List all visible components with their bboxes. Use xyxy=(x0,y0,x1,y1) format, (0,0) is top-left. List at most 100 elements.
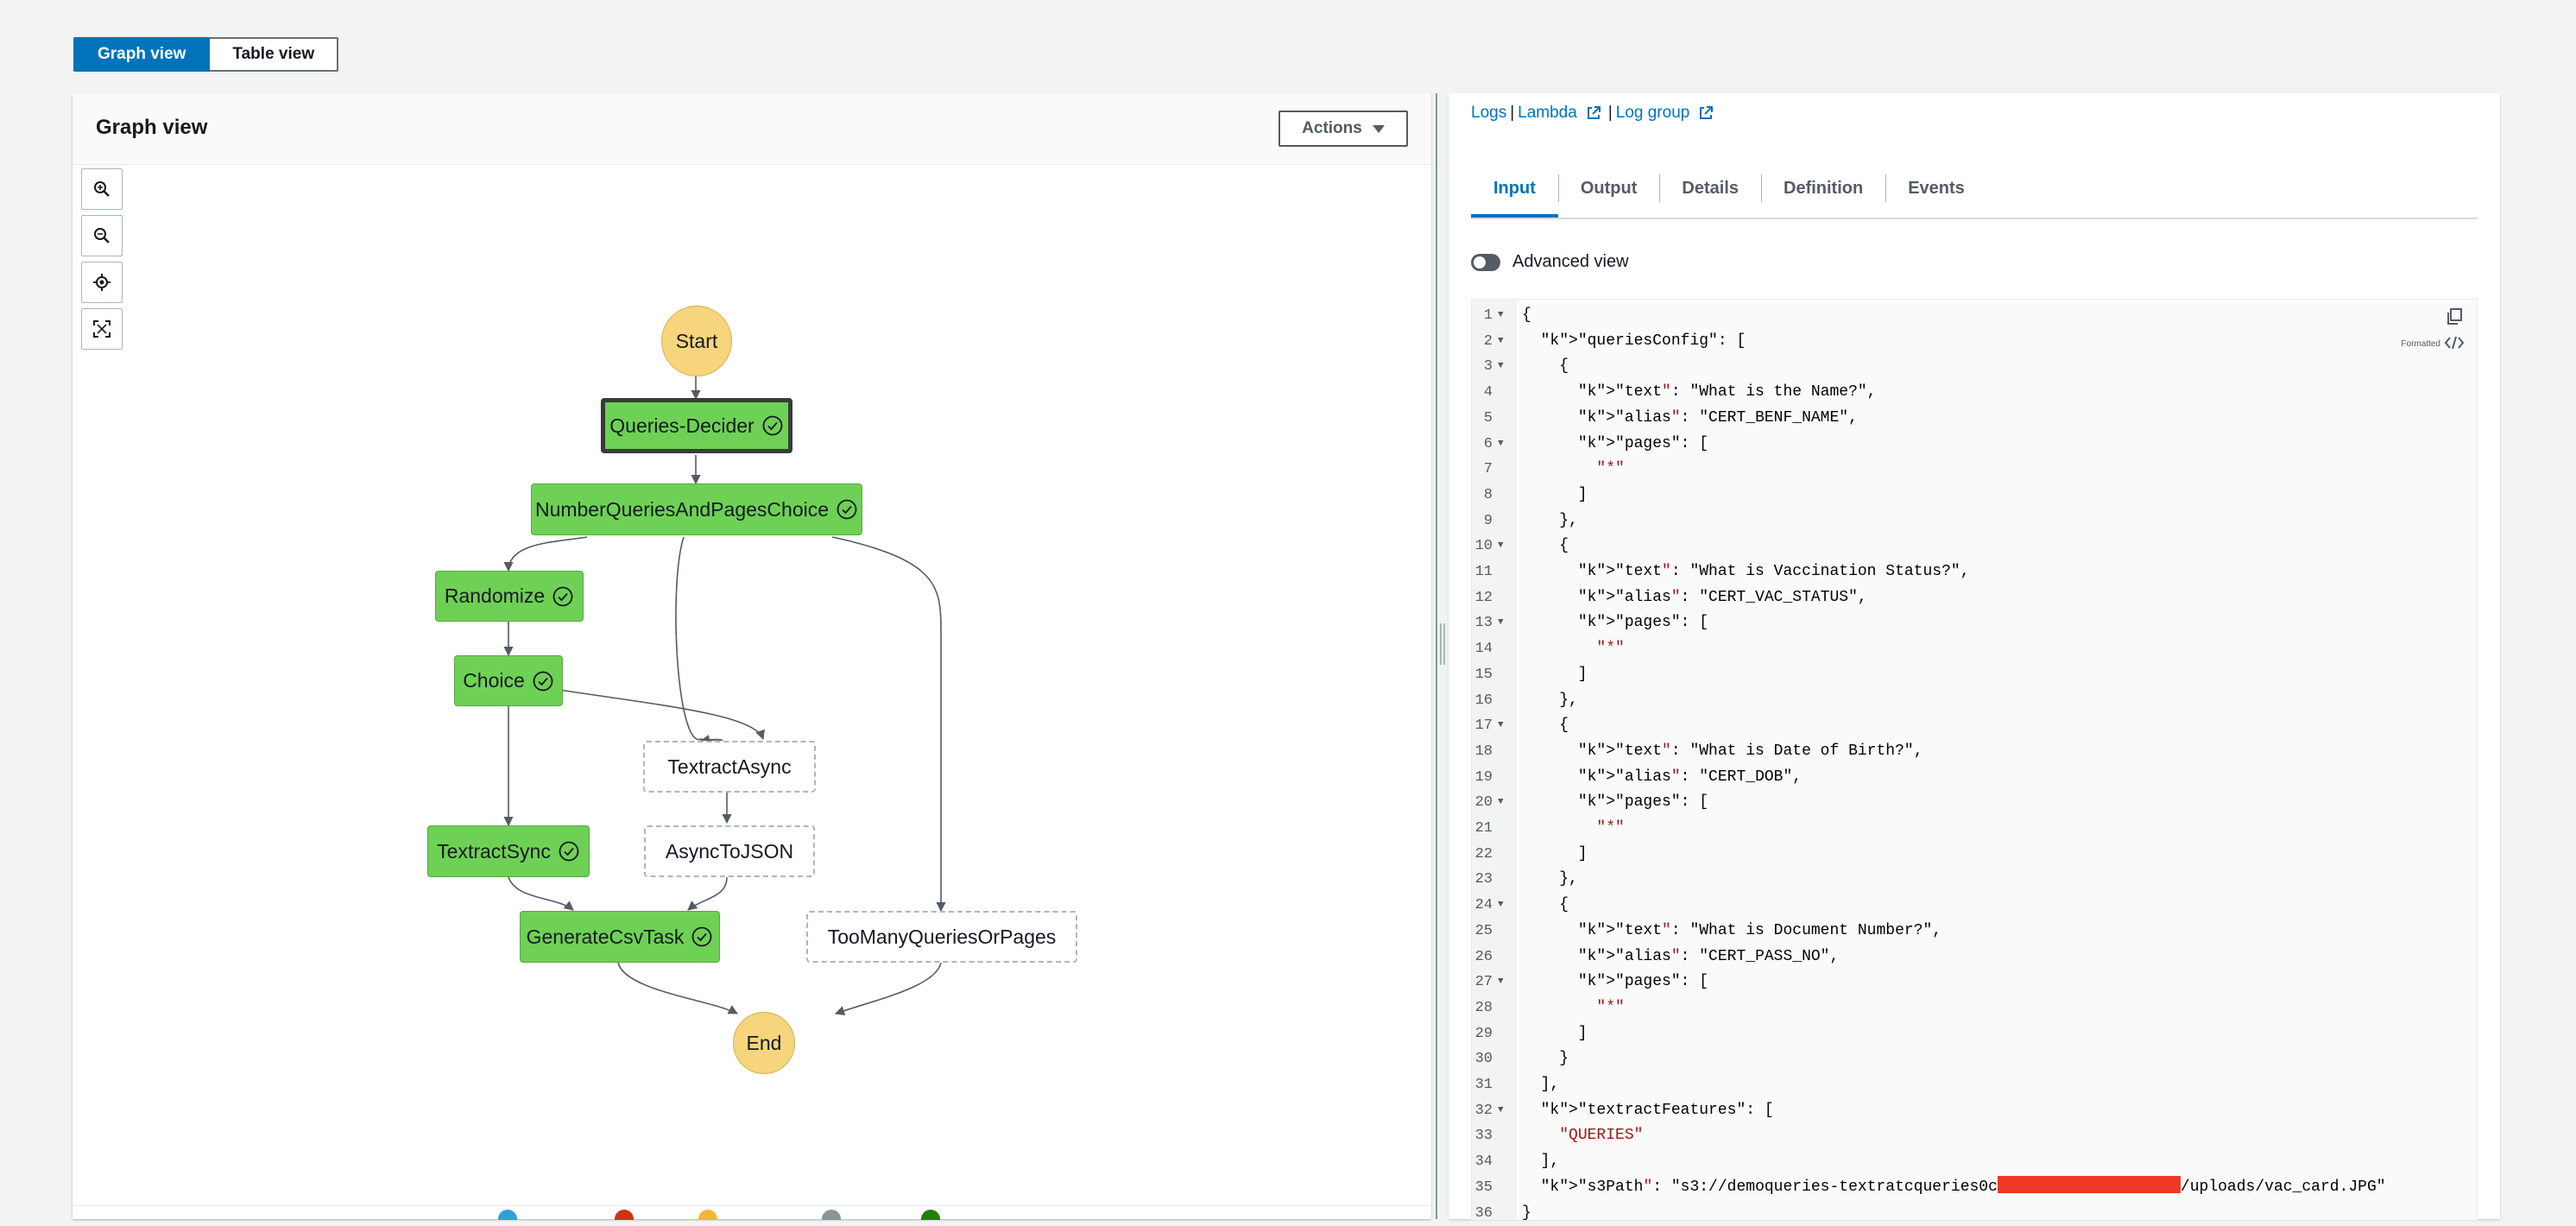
state-queries-decider[interactable]: Queries-Decider xyxy=(601,398,792,453)
line-number: 28 xyxy=(1472,995,1493,1021)
code-text: }, xyxy=(1522,509,1578,534)
fold-toggle-icon[interactable]: ▼ xyxy=(1498,303,1504,329)
edge-toomany-end xyxy=(836,963,941,1014)
code-line: 26 "k">"alias": "CERT_PASS_NO", xyxy=(1472,945,2477,970)
link-separator: | xyxy=(1608,104,1613,123)
line-number: 10 xyxy=(1472,534,1493,559)
line-number: 26 xyxy=(1472,945,1493,970)
legend-succeeded-icon xyxy=(921,1210,940,1220)
line-number: 18 xyxy=(1472,739,1493,765)
state-label: GenerateCsvTask xyxy=(527,926,685,949)
state-textract-async[interactable]: TextractAsync xyxy=(643,741,816,793)
state-number-queries-choice[interactable]: NumberQueriesAndPagesChoice xyxy=(531,483,862,535)
line-number: 19 xyxy=(1472,765,1493,791)
lambda-link[interactable]: Lambda xyxy=(1518,104,1577,123)
code-line: 34 ], xyxy=(1472,1149,2477,1175)
tab-definition[interactable]: Definition xyxy=(1761,161,1885,216)
input-json-viewer[interactable]: Formatted 1▼{2▼ "k">"queriesConfig": [3▼… xyxy=(1471,299,2478,1220)
code-text: ] xyxy=(1522,483,1588,509)
state-end[interactable]: End xyxy=(733,1012,795,1074)
fold-toggle-icon[interactable]: ▼ xyxy=(1498,970,1504,995)
line-number: 2 xyxy=(1472,329,1493,355)
code-text: ] xyxy=(1522,662,1588,688)
tab-output[interactable]: Output xyxy=(1558,161,1660,216)
graph-view-button[interactable]: Graph view xyxy=(73,37,210,72)
table-view-button[interactable]: Table view xyxy=(210,37,338,72)
code-line: 10▼ { xyxy=(1472,534,2477,559)
state-start[interactable]: Start xyxy=(661,306,732,376)
state-textract-sync[interactable]: TextractSync xyxy=(427,825,590,877)
fold-toggle-icon[interactable]: ▼ xyxy=(1498,432,1504,458)
code-text: ], xyxy=(1522,1149,1559,1175)
fold-toggle-icon[interactable]: ▼ xyxy=(1498,610,1504,636)
state-generate-csv-task[interactable]: GenerateCsvTask xyxy=(520,911,720,963)
fold-toggle-icon[interactable]: ▼ xyxy=(1498,893,1504,919)
line-number: 7 xyxy=(1472,457,1493,483)
state-too-many-queries[interactable]: TooManyQueriesOrPages xyxy=(806,911,1077,963)
check-circle-icon xyxy=(691,926,713,948)
code-line: 2▼ "k">"queriesConfig": [ xyxy=(1472,329,2477,355)
legend-failed-icon xyxy=(615,1210,634,1220)
line-number: 21 xyxy=(1472,816,1493,842)
advanced-view-row: Advanced view xyxy=(1471,252,1629,272)
state-randomize[interactable]: Randomize xyxy=(435,571,584,622)
logs-link[interactable]: Logs xyxy=(1471,104,1506,123)
tab-events[interactable]: Events xyxy=(1885,161,1987,216)
code-line: 21 "*" xyxy=(1472,816,2477,842)
link-separator: | xyxy=(1510,104,1514,123)
state-choice[interactable]: Choice xyxy=(454,655,563,706)
code-line: 29 ] xyxy=(1472,1021,2477,1047)
fold-toggle-icon[interactable]: ▼ xyxy=(1498,790,1504,816)
state-async-to-json[interactable]: AsyncToJSON xyxy=(644,825,815,877)
code-text: "k">"pages": [ xyxy=(1522,432,1708,458)
fold-toggle-icon[interactable]: ▼ xyxy=(1498,354,1504,380)
code-line: 35 "k">"s3Path": "s3://demoqueries-textr… xyxy=(1472,1175,2477,1201)
line-number: 9 xyxy=(1472,509,1493,534)
panel-divider[interactable] xyxy=(1436,93,1437,1219)
advanced-view-toggle[interactable] xyxy=(1471,254,1500,271)
line-number: 32 xyxy=(1472,1098,1493,1124)
legend-in-progress-icon xyxy=(498,1210,517,1220)
view-toggle: Graph view Table view xyxy=(73,37,338,72)
tab-input[interactable]: Input xyxy=(1471,161,1558,216)
state-label: TextractAsync xyxy=(667,755,791,779)
line-number: 3 xyxy=(1472,354,1493,380)
line-number: 17 xyxy=(1472,713,1493,739)
resize-handle[interactable] xyxy=(1440,623,1445,665)
tab-details[interactable]: Details xyxy=(1659,161,1761,216)
fold-toggle-icon[interactable]: ▼ xyxy=(1498,329,1504,355)
line-number: 30 xyxy=(1472,1046,1493,1072)
code-line: 20▼ "k">"pages": [ xyxy=(1472,790,2477,816)
state-end-label: End xyxy=(747,1032,782,1055)
check-circle-icon xyxy=(558,840,580,863)
line-number: 8 xyxy=(1472,483,1493,509)
edge-json-csv xyxy=(688,877,727,910)
code-text: "k">"text": "What is Date of Birth?", xyxy=(1522,739,1923,765)
external-link-icon xyxy=(1586,105,1601,121)
advanced-view-label: Advanced view xyxy=(1512,252,1629,272)
edge-number-randomize xyxy=(508,537,587,571)
line-number: 16 xyxy=(1472,688,1493,714)
fold-toggle-icon[interactable]: ▼ xyxy=(1498,534,1504,559)
code-line: 36} xyxy=(1472,1201,2477,1226)
line-number: 12 xyxy=(1472,585,1493,611)
fold-toggle-icon[interactable]: ▼ xyxy=(1498,713,1504,739)
code-text: "*" xyxy=(1522,636,1625,662)
code-text: { xyxy=(1522,893,1569,919)
line-number: 23 xyxy=(1472,867,1493,893)
line-number: 29 xyxy=(1472,1021,1493,1047)
code-line: 5 "k">"alias": "CERT_BENF_NAME", xyxy=(1472,406,2477,432)
code-line: 8 ] xyxy=(1472,483,2477,509)
code-text: ] xyxy=(1522,842,1588,868)
fold-toggle-icon[interactable]: ▼ xyxy=(1498,1098,1504,1124)
status-legend xyxy=(73,1205,1431,1220)
code-text: "*" xyxy=(1522,816,1625,842)
log-group-link[interactable]: Log group xyxy=(1616,104,1690,123)
code-line: 25 "k">"text": "What is Document Number?… xyxy=(1472,919,2477,945)
line-number: 33 xyxy=(1472,1123,1493,1149)
state-label: NumberQueriesAndPagesChoice xyxy=(535,498,829,521)
code-text: "*" xyxy=(1522,995,1625,1021)
edge-sync-csv xyxy=(508,877,573,910)
code-line: 22 ] xyxy=(1472,842,2477,868)
code-line: 23 }, xyxy=(1472,867,2477,893)
